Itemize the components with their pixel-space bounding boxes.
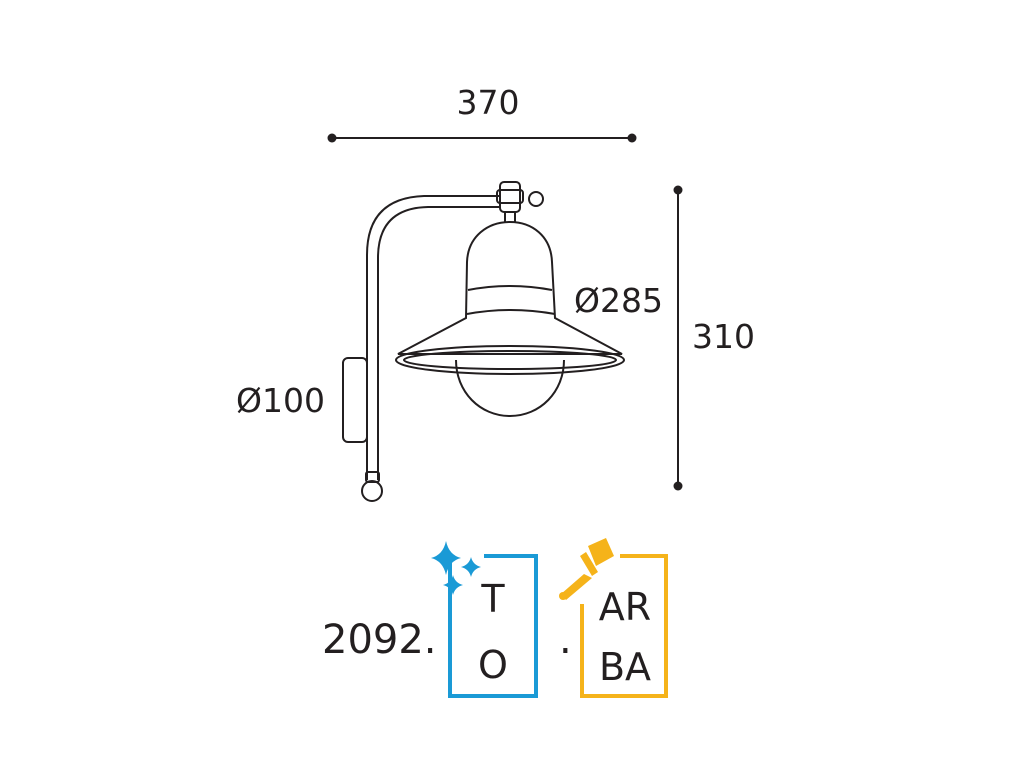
paint-brush-icon [559,538,614,600]
base-diameter-label: Ø100 [236,381,325,420]
product-code-separator: . [559,617,572,663]
width-dimension: 370 [327,83,637,143]
height-label: 310 [692,317,755,356]
paint-box: AR BA [559,538,668,698]
width-label: 370 [457,83,520,122]
shade-brim [395,345,625,375]
bell-shade [397,220,623,355]
finish-line-1: T [480,577,505,621]
lamp-arm [366,195,500,480]
height-dimension: 310 [673,185,755,491]
hanger [499,181,521,213]
paint-line-2: BA [599,645,651,689]
lamp-illustration [342,181,625,502]
wall-plate [342,357,368,443]
paint-line-1: AR [599,585,651,629]
finish-line-2: O [478,643,508,687]
shade-diameter-label: Ø285 [574,281,663,320]
product-code-prefix: 2092. [322,617,437,663]
sparkle-icon [431,541,481,595]
finish-box: T O [431,541,538,698]
glass-globe [455,359,565,418]
